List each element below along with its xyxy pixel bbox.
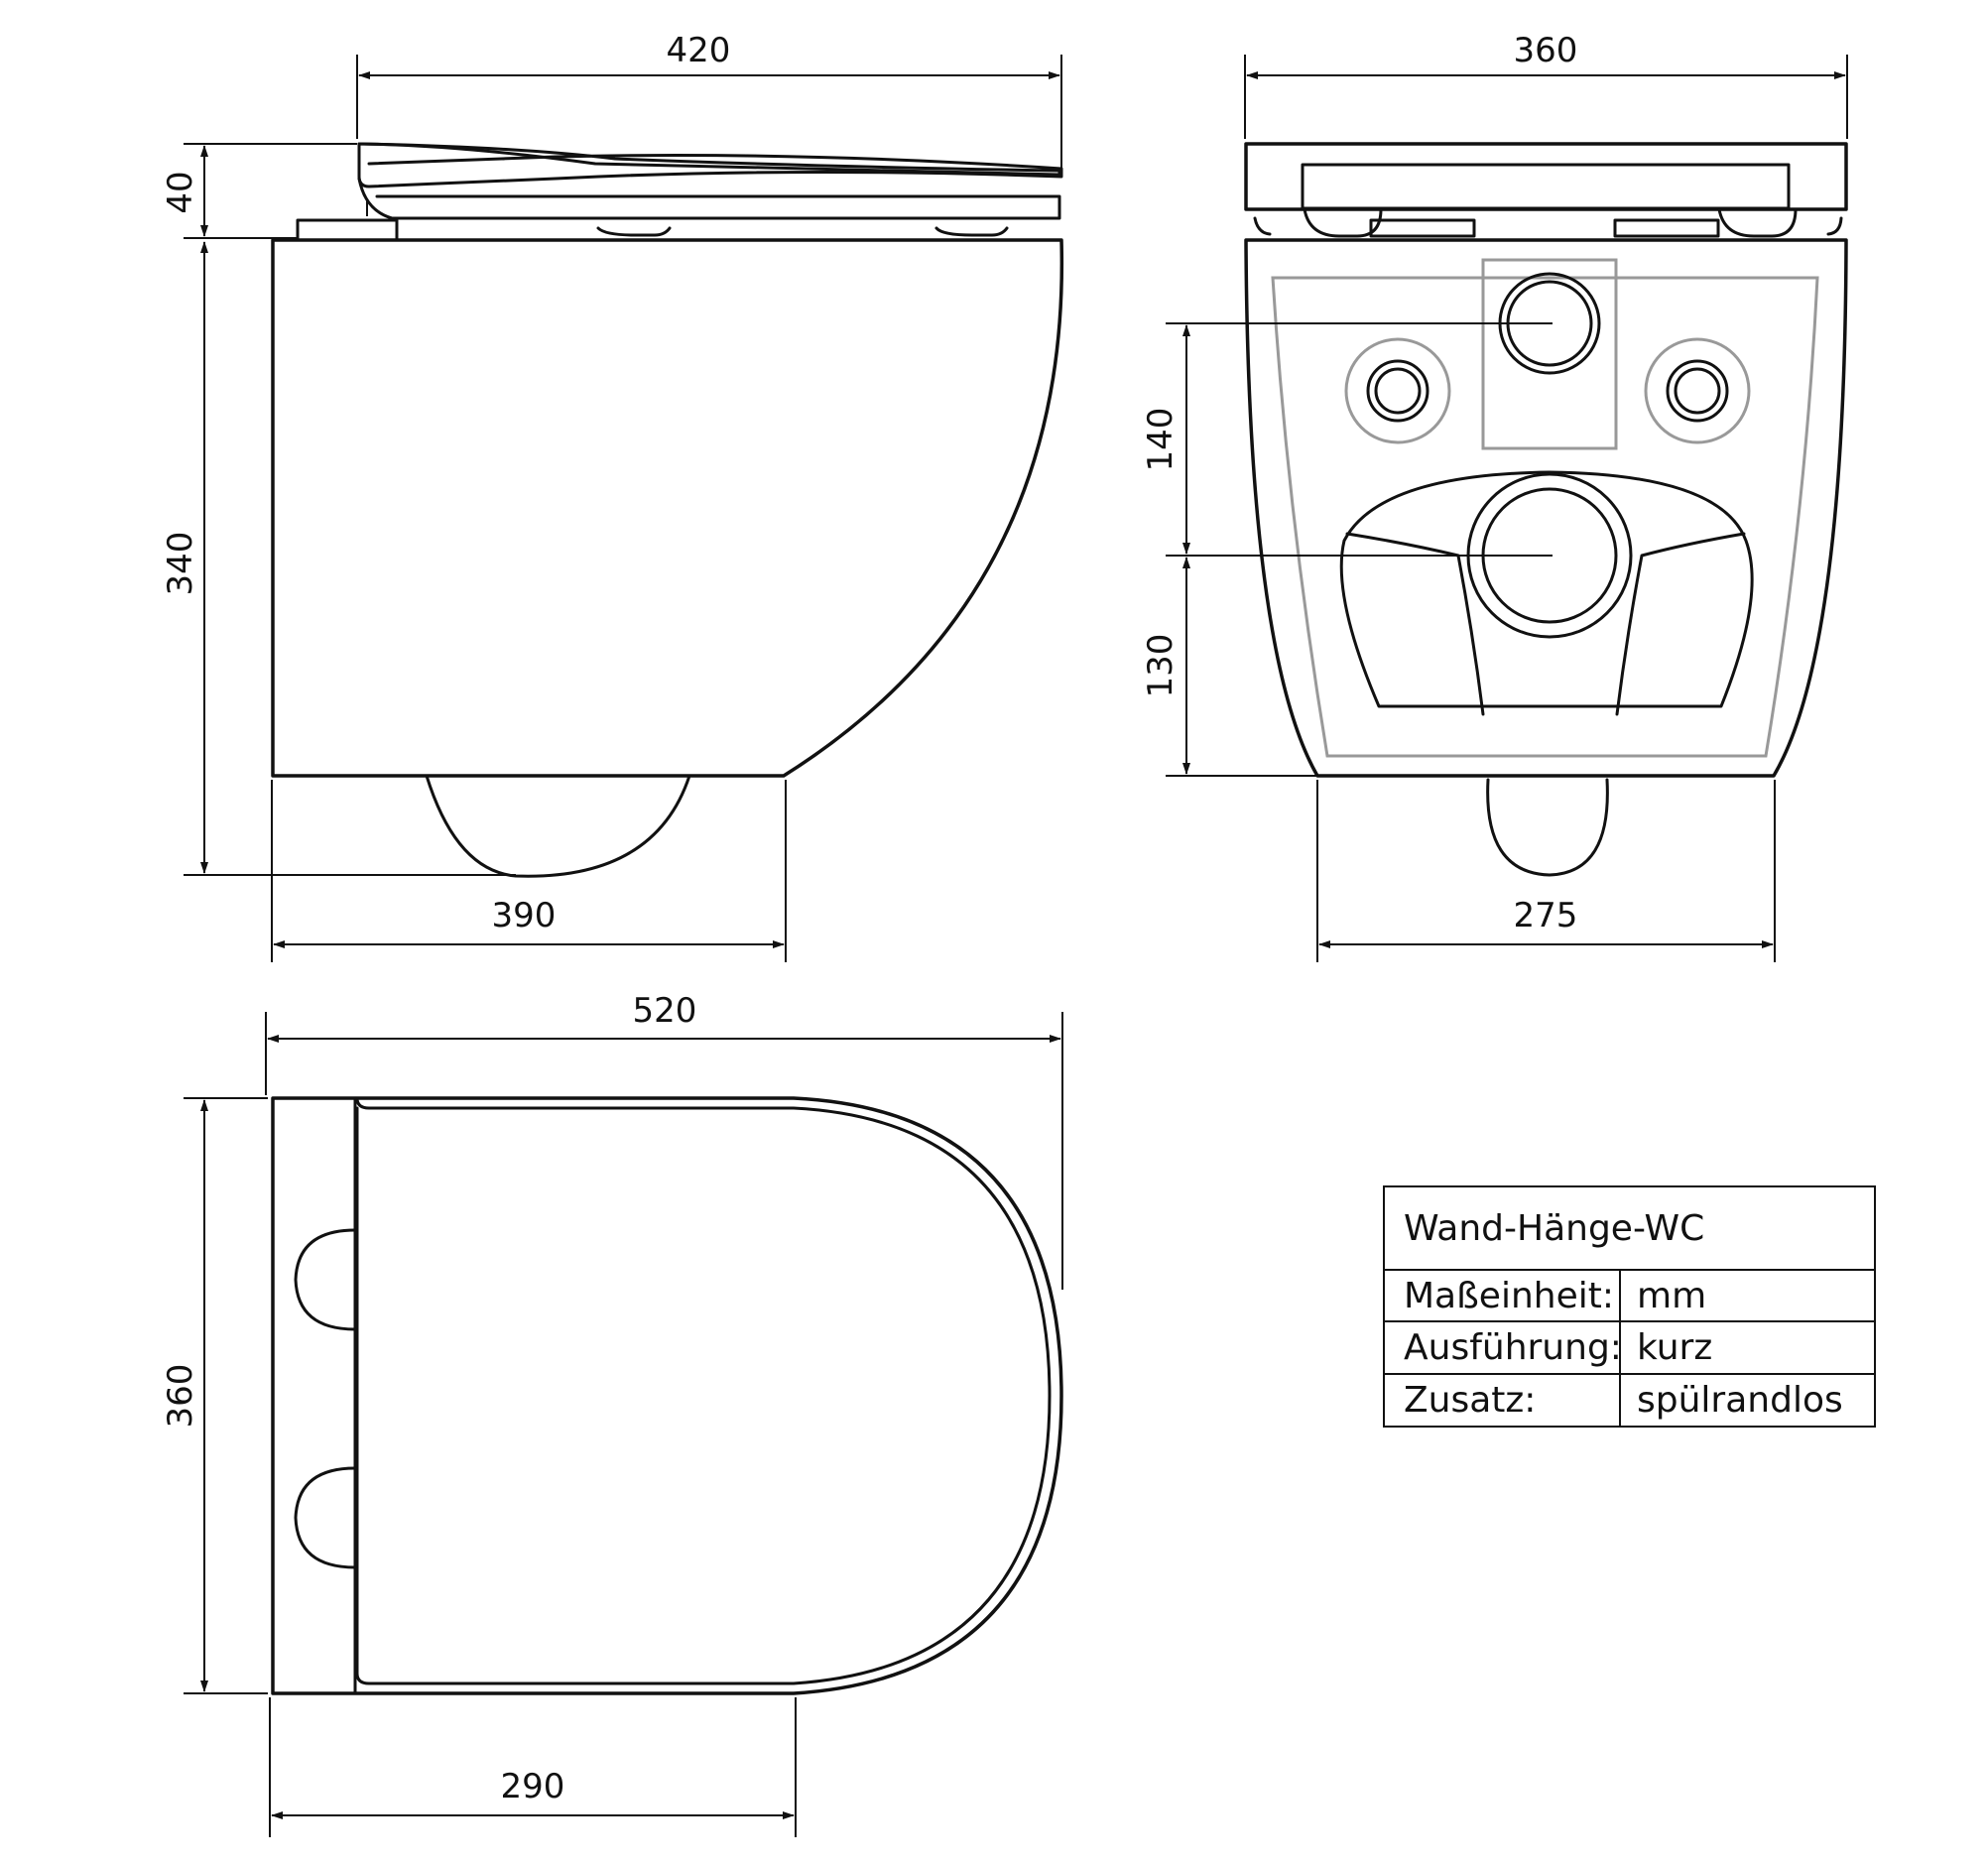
table-value-version: kurz xyxy=(1637,1327,1712,1368)
top-view: 520 360 290 xyxy=(161,991,1063,1837)
front-bowl-body xyxy=(1244,238,1848,778)
top-hinge-2 xyxy=(294,1466,357,1569)
side-outlet xyxy=(425,774,691,878)
dim-front-upper-height: 140 xyxy=(1141,408,1180,472)
side-hinge xyxy=(296,218,399,242)
info-table: Wand-Hänge-WC Maßeinheit: mm Ausführung:… xyxy=(1383,1185,1876,1428)
front-view: 360 140 130 275 xyxy=(1141,31,1848,962)
top-hinge-1 xyxy=(294,1228,357,1331)
table-label-unit: Maßeinheit: xyxy=(1404,1276,1614,1316)
dim-front-top-width: 360 xyxy=(1514,31,1578,70)
table-value-extra: spülrandlos xyxy=(1637,1380,1843,1421)
front-trap xyxy=(1339,470,1754,708)
dim-side-bottom-width: 390 xyxy=(492,896,557,935)
table-title: Wand-Hänge-WC xyxy=(1404,1208,1704,1249)
dim-side-seat-width: 420 xyxy=(667,31,731,70)
dim-top-length: 520 xyxy=(633,991,697,1031)
front-seat xyxy=(1244,142,1848,211)
dim-side-seat-height: 40 xyxy=(161,171,200,213)
dim-side-body-height: 340 xyxy=(161,532,200,596)
dim-front-lower-height: 130 xyxy=(1141,634,1180,698)
top-outline xyxy=(271,1096,1063,1695)
side-bowl-body xyxy=(271,238,1064,778)
table-label-extra: Zusatz: xyxy=(1404,1380,1536,1421)
side-view: 420 40 340 390 xyxy=(161,31,1064,962)
dim-front-bottom-width: 275 xyxy=(1514,896,1578,935)
front-wall-contour xyxy=(1271,276,1819,758)
table-value-unit: mm xyxy=(1637,1276,1706,1316)
dim-top-width: 360 xyxy=(161,1364,200,1429)
table-label-version: Ausführung: xyxy=(1404,1327,1622,1368)
top-seat xyxy=(355,1096,1052,1685)
dim-top-bottom-length: 290 xyxy=(501,1767,565,1806)
